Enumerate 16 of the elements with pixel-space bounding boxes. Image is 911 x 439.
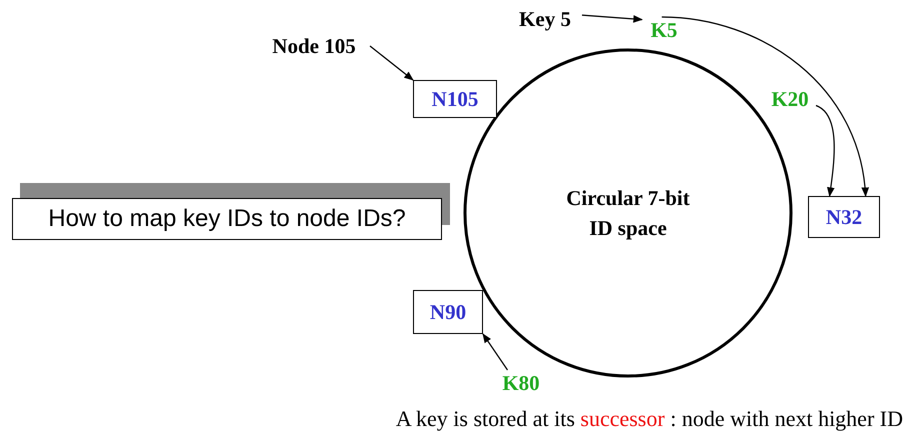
key-label: Key 5 [508,6,582,32]
node-box: N105 [413,80,497,118]
key-id: K80 [494,370,548,396]
question-box: How to map key IDs to node IDs? [12,198,442,240]
ring-label: Circular 7-bit ID space [565,185,691,242]
key-id: K5 [642,17,686,43]
arrow [662,16,868,197]
arrow [816,104,835,197]
node-label: Node 105 [258,33,370,59]
node-box: N90 [413,290,483,334]
arrow [482,333,508,370]
arrow [370,46,414,81]
arrow [582,14,643,23]
node-box: N32 [808,196,880,238]
key-id: K20 [764,86,816,112]
caption-text: A key is stored at its successor : node with next higher ID [396,406,903,432]
